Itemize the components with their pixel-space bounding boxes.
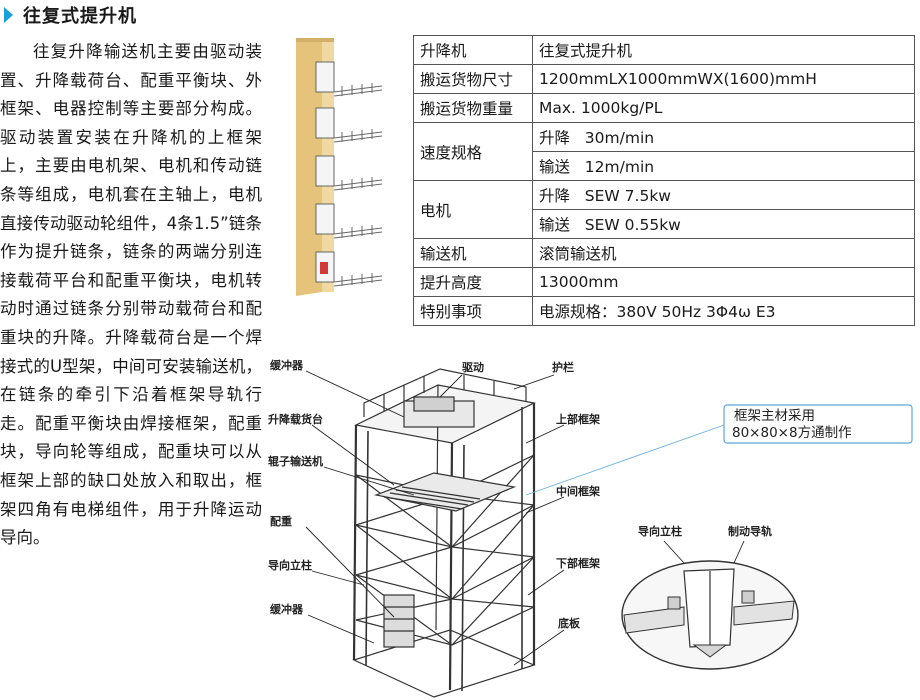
- chevron-right-icon: [4, 7, 13, 23]
- label-buffer-bottom: 缓冲器: [270, 602, 304, 616]
- spec-key: 升降机: [413, 35, 533, 65]
- spec-value: 电源规格：380V 50Hz 3Φ4ω E3: [532, 296, 915, 326]
- spec-value: Max. 1000kg/PL: [532, 93, 915, 123]
- description-paragraph: 往复升降输送机主要由驱动装置、升降载荷台、配重平衡块、外框架、电器控制等主要部分…: [0, 42, 262, 548]
- guide-detail: 导向立柱 制动导轨: [621, 524, 799, 670]
- table-row: 特别事项 电源规格：380V 50Hz 3Φ4ω E3: [413, 296, 915, 326]
- page-title: 往复式提升机: [23, 6, 137, 27]
- spec-key: 提升高度: [413, 267, 533, 297]
- label-counterweight: 配重: [270, 514, 292, 528]
- spec-value: 往复式提升机: [532, 35, 915, 65]
- spec-key: 搬运货物重量: [413, 93, 533, 123]
- label-guardrail: 护栏: [552, 360, 574, 374]
- spec-value: 升降 30m/min: [532, 122, 915, 152]
- elevator-tower-photo: [296, 38, 383, 296]
- table-row: 输送 12m/min: [414, 151, 915, 181]
- spec-key: 搬运货物尺寸: [413, 64, 533, 94]
- table-row: 升降机 往复式提升机: [413, 35, 915, 65]
- label-buffer-top: 缓冲器: [270, 358, 304, 372]
- label-drive: 驱动: [462, 360, 484, 374]
- lift-structure-diagram: 缓冲器 驱动 护栏 升降载货台 上部框架 辊子输送机 中间框架 配重 导向立柱 …: [268, 358, 913, 698]
- spec-value: 升降 SEW 7.5kw: [532, 180, 915, 210]
- label-detail-guide-column: 导向立柱: [638, 524, 682, 538]
- callout-line-1: 框架主材采用: [734, 408, 815, 424]
- label-guide-column: 导向立柱: [268, 558, 312, 572]
- spec-key: 电机: [413, 180, 533, 239]
- material-callout: 框架主材采用 80×80×8方通制作: [723, 404, 913, 444]
- label-lift-platform: 升降载货台: [268, 412, 323, 426]
- table-row: 速度规格 升降 30m/min: [413, 122, 915, 181]
- spec-value: 输送 12m/min: [532, 151, 915, 181]
- spec-key: 特别事项: [413, 296, 533, 326]
- table-row: 搬运货物重量 Max. 1000kg/PL: [413, 93, 915, 123]
- table-row: 电机 升降 SEW 7.5kw: [413, 180, 915, 239]
- tower-frame: [352, 368, 536, 698]
- label-lower-frame: 下部框架: [556, 556, 600, 570]
- spec-table: 升降机 往复式提升机 搬运货物尺寸 1200mmLX1000mmWX(1600)…: [413, 35, 915, 326]
- table-row: 输送机 滚筒输送机: [413, 238, 915, 268]
- table-row: 搬运货物尺寸 1200mmLX1000mmWX(1600)mmH: [413, 64, 915, 94]
- spec-key: 速度规格: [413, 122, 533, 181]
- label-base-plate: 底板: [558, 616, 581, 630]
- label-detail-brake-rail: 制动导轨: [728, 524, 772, 538]
- title-row: 往复式提升机: [4, 2, 137, 28]
- spec-key: 输送机: [413, 238, 533, 268]
- table-row: 提升高度 13000mm: [413, 267, 915, 297]
- callout-line-2: 80×80×8方通制作: [732, 425, 852, 441]
- spec-value: 输送 SEW 0.55kw: [532, 209, 915, 239]
- spec-value: 1200mmLX1000mmWX(1600)mmH: [532, 64, 915, 94]
- label-middle-frame: 中间框架: [556, 484, 600, 498]
- spec-value: 滚筒输送机: [532, 238, 915, 268]
- label-upper-frame: 上部框架: [556, 412, 600, 426]
- label-roller-conveyor: 辊子输送机: [268, 454, 323, 468]
- leader-lines: [305, 370, 725, 666]
- spec-value: 13000mm: [532, 267, 915, 297]
